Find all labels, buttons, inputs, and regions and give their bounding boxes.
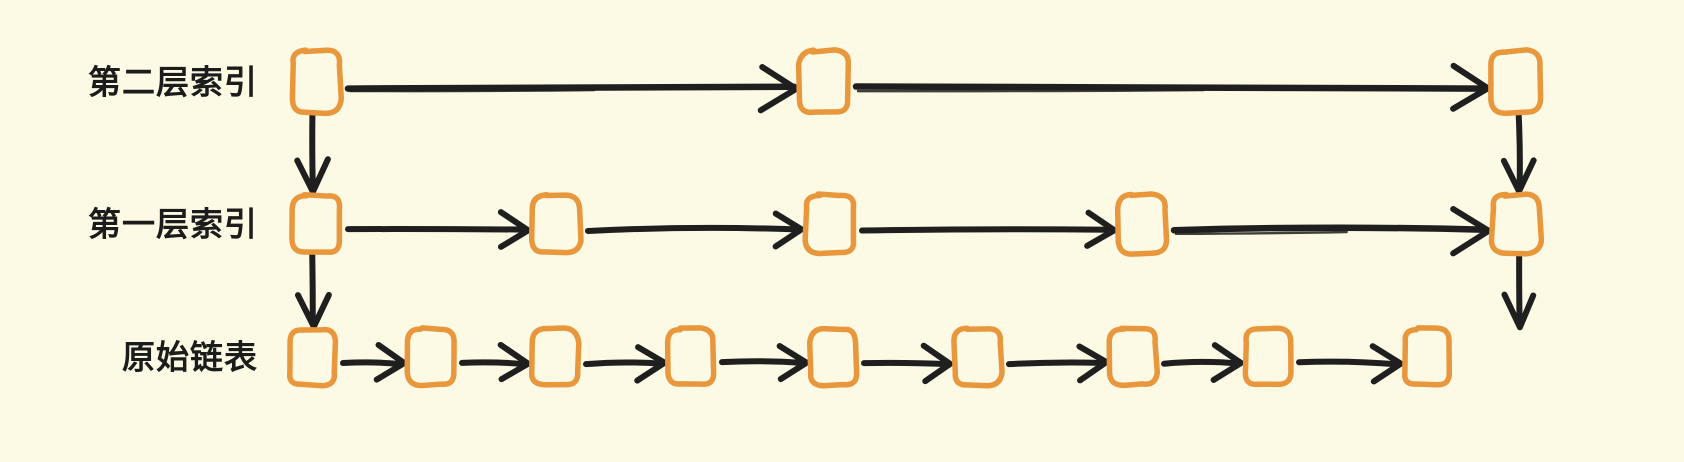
arrow-l2-n1-to-l2-n2-head: [757, 64, 800, 114]
arrow-b-n5-to-b-n6-head: [920, 342, 954, 385]
node-b-n3[interactable]: [529, 325, 582, 388]
row-label-level1: 第一层索引: [88, 204, 258, 244]
node-l1-n3[interactable]: [802, 191, 857, 257]
vlink-v-left-l2-l1-shaft: [309, 111, 316, 191]
arrow-b-n2-to-b-n3-head: [497, 341, 532, 383]
node-l1-n4[interactable]: [1114, 191, 1170, 257]
vlink-v-left-l1-base-head: [294, 291, 332, 330]
vlink-v-right-l2-l1-head: [1500, 157, 1537, 195]
vlink-v-right-l1-base-head: [1501, 291, 1537, 331]
node-l2-n3[interactable]: [1488, 47, 1544, 116]
node-l1-n5[interactable]: [1488, 191, 1545, 257]
node-b-n9[interactable]: [1402, 325, 1453, 388]
node-l2-n2[interactable]: [795, 47, 852, 116]
vlink-v-right-l2-l1-shaft: [1515, 111, 1523, 191]
arrow-l1-n2-to-l1-n3-head: [772, 210, 805, 250]
node-l1-n1[interactable]: [289, 192, 343, 255]
arrow-l2-n2-to-l2-n3-shaft-overdraw: [856, 88, 1205, 93]
node-l1-n2[interactable]: [528, 192, 584, 256]
arrow-l1-n3-to-l1-n4-shaft: [859, 226, 1115, 234]
node-b-n5[interactable]: [806, 325, 860, 389]
node-l2-n1[interactable]: [289, 47, 345, 117]
node-b-n6[interactable]: [951, 325, 1005, 389]
arrow-b-n7-to-b-n8-shaft: [1161, 358, 1242, 367]
arrow-b-n2-to-b-n3-shaft: [459, 359, 529, 368]
arrow-l1-n4-to-l1-n5-head: [1450, 206, 1492, 257]
node-b-n2[interactable]: [404, 325, 457, 389]
arrow-l2-n2-to-l2-n3-shaft: [852, 83, 1490, 92]
node-b-n4[interactable]: [664, 325, 717, 387]
node-layer: [286, 47, 1545, 389]
link-layer: [294, 62, 1537, 385]
arrow-l1-n3-to-l1-n4-head: [1084, 209, 1118, 249]
arrow-l1-n2-to-l1-n3-shaft: [585, 224, 803, 234]
arrow-l1-n1-to-l1-n2-shaft: [345, 226, 529, 233]
arrow-b-n1-to-b-n2-shaft: [340, 359, 405, 368]
node-b-n1[interactable]: [286, 326, 339, 389]
arrow-b-n7-to-b-n8-head: [1210, 342, 1245, 383]
node-b-n8[interactable]: [1242, 325, 1294, 388]
arrow-b-n8-to-b-n9-shaft: [1296, 358, 1401, 368]
node-b-n7[interactable]: [1106, 325, 1161, 389]
arrow-b-n3-to-b-n4-shaft: [583, 359, 665, 368]
arrow-l1-n1-to-l1-n2-head: [497, 209, 532, 250]
vlink-v-left-l1-base-shaft: [309, 251, 316, 326]
arrow-b-n1-to-b-n2-head: [373, 341, 408, 383]
arrow-l2-n1-to-l2-n2-shaft: [344, 83, 798, 92]
arrow-l1-n4-to-l1-n5-shaft-overdraw: [1174, 230, 1348, 236]
arrow-b-n6-to-b-n7-head: [1076, 343, 1110, 384]
arrow-l2-n2-to-l2-n3-head: [1450, 62, 1491, 112]
row-label-base: 原始链表: [122, 337, 258, 377]
arrow-b-n4-to-b-n5-head: [776, 343, 810, 383]
arrow-b-n8-to-b-n9-head: [1369, 343, 1404, 385]
arrow-b-n5-to-b-n6-shaft: [861, 359, 952, 368]
vlink-v-left-l2-l1-head: [294, 156, 331, 195]
arrow-l2-n1-to-l2-n2-shaft-overdraw: [348, 88, 596, 93]
arrow-l1-n4-to-l1-n5-shaft: [1170, 224, 1490, 234]
arrow-b-n6-to-b-n7-shaft: [1006, 359, 1107, 368]
arrow-b-n4-to-b-n5-shaft: [719, 358, 807, 367]
row-label-level2: 第二层索引: [88, 62, 258, 102]
arrow-b-n3-to-b-n4-head: [634, 344, 668, 384]
